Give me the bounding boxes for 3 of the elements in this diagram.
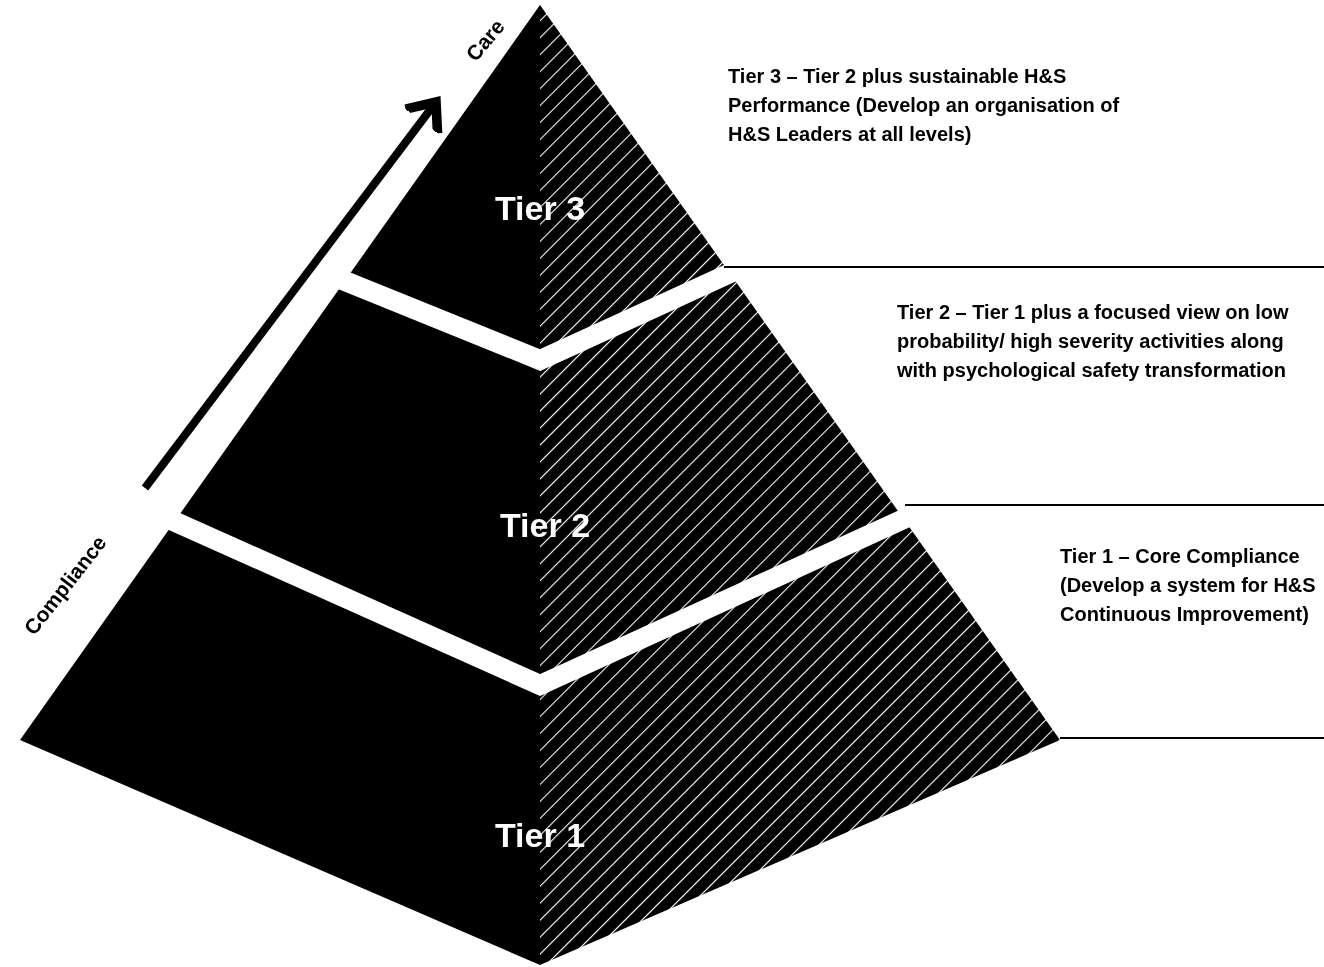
tier-description: Tier 1 – Core Compliance (Develop a system for H&S Continuous Improvement)	[1060, 544, 1317, 627]
tier-description: Tier 2 – Tier 1 plus a focused view on low probability/ high severity activities along with psychological safety transformation	[897, 300, 1290, 383]
tier-description: Tier 3 – Tier 2 plus sustainable H&S Performance (Develop an organisation of H&S Leaders at all levels)	[728, 64, 1121, 147]
